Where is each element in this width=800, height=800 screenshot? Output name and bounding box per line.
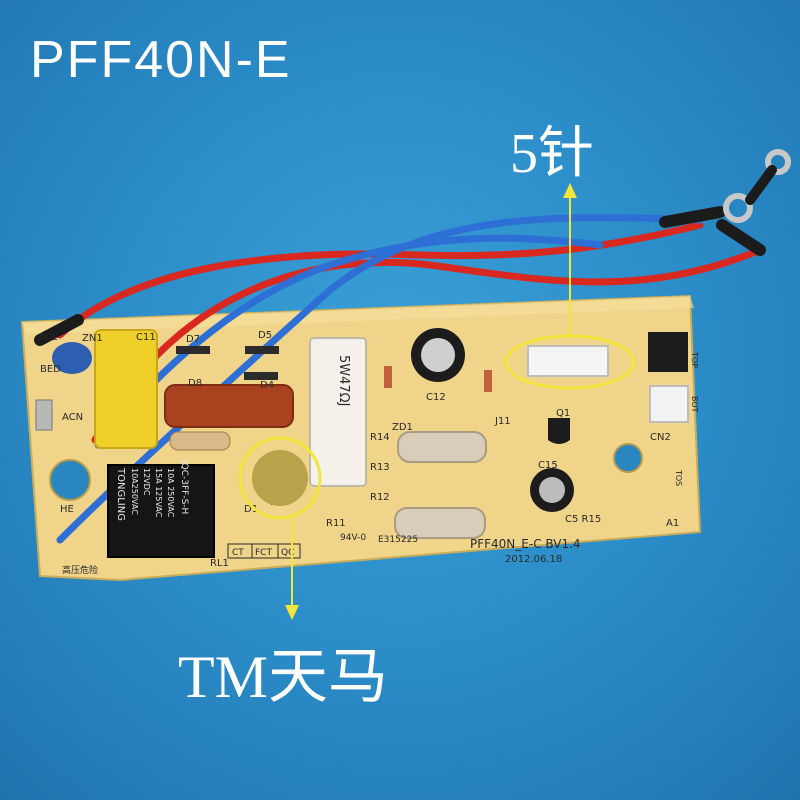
check-qc: QC bbox=[281, 548, 294, 558]
label-d1: D1 bbox=[244, 504, 258, 515]
label-r13: R13 bbox=[370, 462, 390, 473]
label-r11: R11 bbox=[326, 518, 346, 529]
tm-highlight-ring bbox=[238, 436, 322, 520]
label-d4: D4 bbox=[260, 380, 274, 391]
grade-text: 94V-0 bbox=[340, 533, 366, 543]
date-text: 2012.06.18 bbox=[505, 554, 562, 565]
warning-text: 高压危险 bbox=[62, 564, 98, 576]
tm-arrowhead bbox=[285, 605, 299, 620]
label-r14: R14 bbox=[370, 432, 390, 443]
label-c11: C11 bbox=[136, 332, 156, 343]
label-d5: D5 bbox=[258, 330, 272, 341]
label-acn: ACN bbox=[62, 412, 83, 423]
label-j11: J11 bbox=[494, 416, 511, 427]
cert-text: E315225 bbox=[378, 535, 418, 545]
label-tos: TOS bbox=[674, 469, 683, 486]
model-text: PFF40N_E-C BV1.4 bbox=[470, 537, 581, 551]
label-he: HE bbox=[60, 504, 74, 515]
check-fct: FCT bbox=[255, 548, 272, 558]
label-bed: BED bbox=[40, 364, 61, 375]
resistor-value: 5W47ΩJ bbox=[336, 355, 351, 406]
label-zd1: ZD1 bbox=[392, 422, 413, 433]
label-acl: ACL bbox=[38, 332, 58, 343]
label-q1: Q1 bbox=[556, 408, 570, 419]
label-zn1: ZN1 bbox=[82, 333, 103, 344]
label-c15: C15 bbox=[538, 460, 558, 471]
label-a1: A1 bbox=[666, 518, 679, 529]
label-d8: D8 bbox=[188, 378, 202, 389]
label-top: TOP bbox=[690, 351, 699, 368]
relay-line1: 10A 250VAC bbox=[166, 468, 175, 518]
connector-arrowhead bbox=[563, 183, 577, 198]
label-rl1: RL1 bbox=[210, 558, 229, 569]
label-r12: R12 bbox=[370, 492, 390, 503]
annotations bbox=[238, 183, 636, 620]
relay-brand: TONGLING bbox=[115, 467, 126, 521]
brand-label: TM天马 bbox=[178, 644, 388, 710]
relay-top: JQC-3FF-S-H bbox=[179, 459, 189, 514]
relay-line2: 15A 125VAC bbox=[154, 468, 163, 518]
label-bot: BOT bbox=[690, 396, 699, 413]
components bbox=[35, 328, 689, 558]
pin-count-label: 5针 bbox=[510, 123, 594, 185]
relay-line4: 10A250VAC bbox=[130, 468, 139, 515]
silkscreen: ACL ZN1 C11 D7 D5 D8 D4 BED ACN C12 R14 … bbox=[38, 330, 699, 576]
product-model-title: PFF40N-E bbox=[30, 31, 292, 89]
label-c12: C12 bbox=[426, 392, 446, 403]
label-c5r15: C5 R15 bbox=[565, 514, 601, 525]
check-ct: CT bbox=[232, 548, 244, 558]
tm-marker-dot bbox=[252, 450, 308, 506]
relay-line3: 12VDC bbox=[142, 468, 151, 496]
label-d7: D7 bbox=[186, 334, 200, 345]
label-cn2: CN2 bbox=[650, 432, 671, 443]
